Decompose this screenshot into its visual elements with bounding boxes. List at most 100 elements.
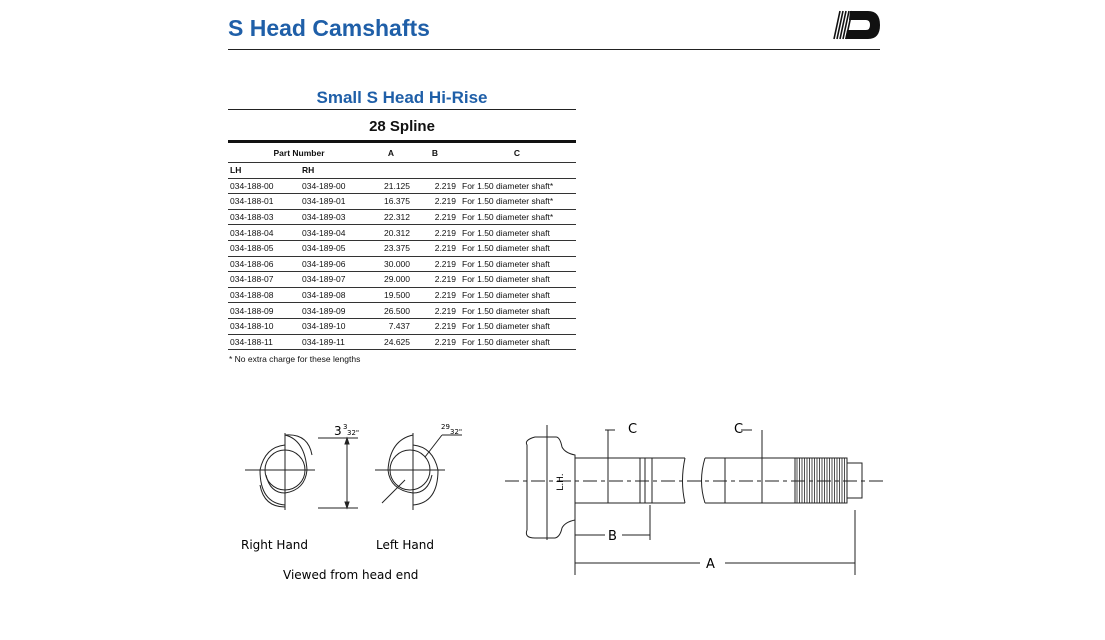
dimension-b: 2.219 (412, 334, 458, 351)
right-hand-s-head (245, 433, 315, 510)
part-number-lh: 034-188-11 (228, 334, 300, 351)
left-hand-label: Left Hand (376, 538, 434, 552)
part-number-rh: 034-189-11 (300, 334, 370, 351)
header-part-number: Part Number (228, 140, 370, 163)
dimension-a: 29.000 (370, 271, 412, 288)
section-title: Small S Head Hi-Rise (316, 88, 488, 107)
part-number-lh: 034-188-07 (228, 271, 300, 288)
part-number-lh: 034-188-06 (228, 256, 300, 273)
dimension-a: 22.312 (370, 209, 412, 226)
page-title: S Head Camshafts (228, 15, 430, 41)
dimension-b-label: B (608, 529, 617, 544)
footnote: * No extra charge for these lengths (229, 354, 361, 364)
height-dimension-whole: 3 (334, 424, 342, 438)
brand-logo (833, 10, 880, 40)
dimension-b: 2.219 (412, 224, 458, 241)
dimension-a: 7.437 (370, 318, 412, 335)
dimension-c: For 1.50 diameter shaft (458, 240, 576, 257)
dimension-c: For 1.50 diameter shaft* (458, 193, 576, 210)
part-number-lh: 034-188-08 (228, 287, 300, 304)
part-number-rh: 034-189-09 (300, 302, 370, 319)
dimension-c: For 1.50 diameter shaft (458, 334, 576, 351)
dimension-a: 30.000 (370, 256, 412, 273)
dimension-a: 19.500 (370, 287, 412, 304)
dimension-c-label-1: C (628, 422, 637, 437)
dimension-c: For 1.50 diameter shaft (458, 271, 576, 288)
dimension-a-label: A (706, 557, 715, 572)
dimension-a: 21.125 (370, 178, 412, 195)
part-number-rh: 034-189-03 (300, 209, 370, 226)
dimension-c: For 1.50 diameter shaft (458, 224, 576, 241)
lh-mark: L.H. (556, 473, 566, 490)
header-lh: LH (228, 162, 300, 179)
viewed-from-caption: Viewed from head end (283, 568, 418, 582)
dimension-c: For 1.50 diameter shaft (458, 318, 576, 335)
part-number-lh: 034-188-09 (228, 302, 300, 319)
radius-dimension-denominator: 32" (450, 428, 462, 436)
table-header-row: Part Number A B C (228, 140, 576, 163)
part-number-rh: 034-189-05 (300, 240, 370, 257)
part-number-rh: 034-189-04 (300, 224, 370, 241)
right-hand-label: Right Hand (241, 538, 308, 552)
part-number-lh: 034-188-10 (228, 318, 300, 335)
dimension-b: 2.219 (412, 318, 458, 335)
dimension-a: 26.500 (370, 302, 412, 319)
table-subheader-row: LH RH (228, 162, 576, 179)
title-divider (228, 49, 880, 50)
part-number-lh: 034-188-00 (228, 178, 300, 195)
dimension-b: 2.219 (412, 271, 458, 288)
part-number-lh: 034-188-03 (228, 209, 300, 226)
dimension-b: 2.219 (412, 302, 458, 319)
part-number-rh: 034-189-01 (300, 193, 370, 210)
part-number-rh: 034-189-08 (300, 287, 370, 304)
spline-teeth (796, 458, 845, 503)
section-divider (228, 109, 576, 110)
dimension-c: For 1.50 diameter shaft* (458, 178, 576, 195)
spline-heading: 28 Spline (369, 118, 435, 135)
dimension-a: 20.312 (370, 224, 412, 241)
dimension-b: 2.219 (412, 287, 458, 304)
radius-dimension-numerator: 29 (441, 423, 450, 431)
head-end-views-diagram: 3 3 32" 29 32" Right Hand Left Hand View… (241, 423, 462, 582)
header-a: A (370, 140, 412, 163)
header-b: B (412, 140, 458, 163)
dimension-b: 2.219 (412, 193, 458, 210)
dimension-a: 24.625 (370, 334, 412, 351)
header-c: C (458, 140, 576, 163)
dimension-b: 2.219 (412, 209, 458, 226)
part-number-lh: 034-188-05 (228, 240, 300, 257)
dimension-c: For 1.50 diameter shaft (458, 256, 576, 273)
part-number-lh: 034-188-04 (228, 224, 300, 241)
left-hand-s-head (375, 433, 462, 510)
part-number-rh: 034-189-06 (300, 256, 370, 273)
part-number-lh: 034-188-01 (228, 193, 300, 210)
dimension-c: For 1.50 diameter shaft* (458, 209, 576, 226)
dimension-c-label-2: C (734, 422, 743, 437)
dimension-c: For 1.50 diameter shaft (458, 302, 576, 319)
dimension-b: 2.219 (412, 256, 458, 273)
camshaft-side-view-diagram: L.H. C C B A (505, 422, 884, 575)
part-number-rh: 034-189-07 (300, 271, 370, 288)
dimension-b: 2.219 (412, 240, 458, 257)
height-dimension-numerator: 3 (343, 423, 347, 431)
header-rh: RH (300, 162, 370, 179)
height-dimension-denominator: 32" (347, 429, 359, 437)
dimension-b: 2.219 (412, 178, 458, 195)
dimension-a: 23.375 (370, 240, 412, 257)
dimension-a: 16.375 (370, 193, 412, 210)
dimension-c: For 1.50 diameter shaft (458, 287, 576, 304)
part-number-rh: 034-189-00 (300, 178, 370, 195)
part-number-rh: 034-189-10 (300, 318, 370, 335)
